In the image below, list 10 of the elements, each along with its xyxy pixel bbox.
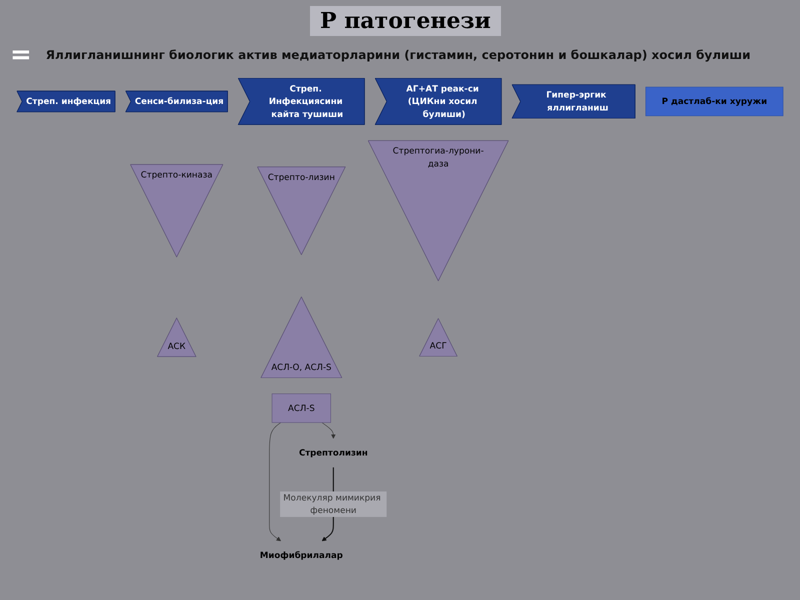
equals-sign: = <box>10 40 32 70</box>
node-text: Стрептолизин <box>298 448 368 458</box>
title: Р патогенези <box>310 6 501 36</box>
arrow <box>269 422 282 542</box>
node-box: Р дастлаб-ки хуружи <box>645 86 784 116</box>
note-text: Яллигланишнинг биологик актив медиаторларини (гистамин, серотонин и бошкалар) хосил булиши <box>46 48 751 62</box>
node-text: Миофибрилалар <box>260 550 343 560</box>
arrow <box>322 422 336 439</box>
node-box: АСЛ-S <box>272 394 331 423</box>
edge-label: Молекуляр мимикрия феномени <box>283 492 381 516</box>
